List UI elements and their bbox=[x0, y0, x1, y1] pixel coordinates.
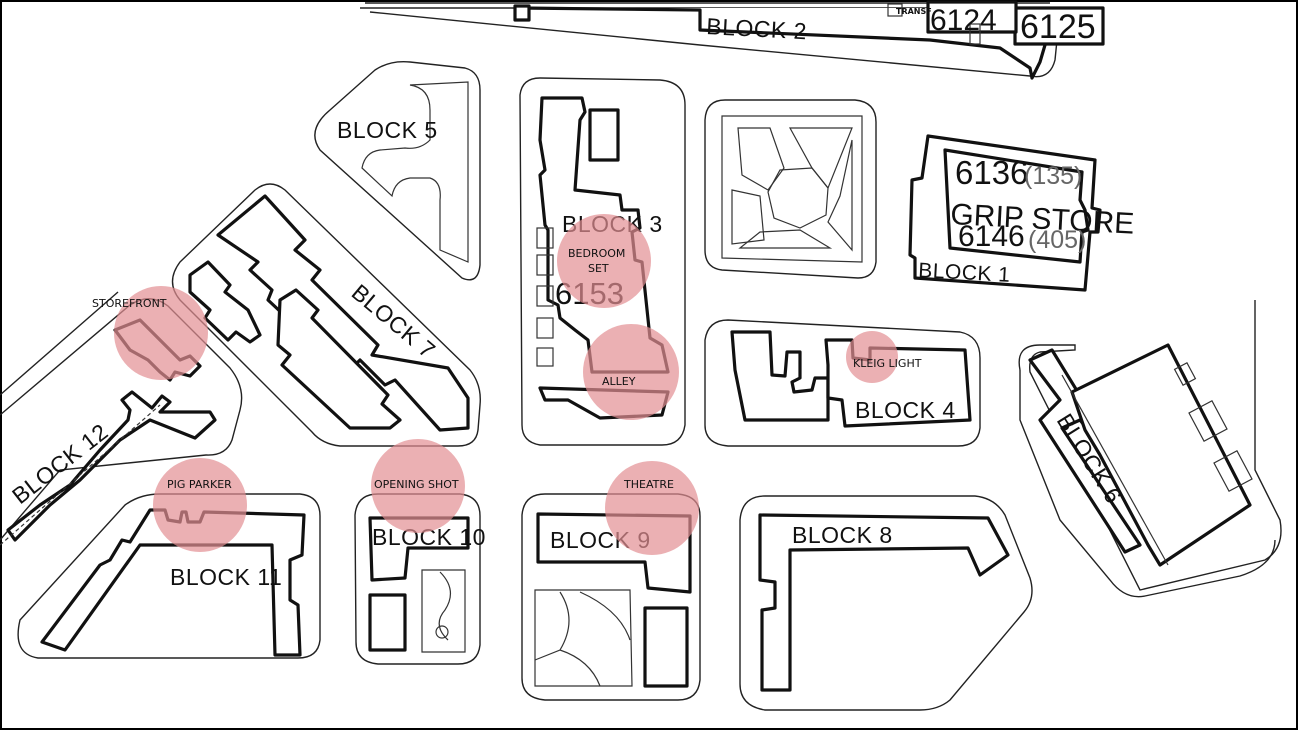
block-4-label: BLOCK 4 bbox=[855, 397, 956, 423]
pig-parker-marker[interactable] bbox=[153, 458, 247, 552]
block-6-area bbox=[1018, 300, 1282, 598]
block-5-label: BLOCK 5 bbox=[337, 117, 438, 143]
bedroom-set-label-line1: BEDROOM bbox=[568, 247, 625, 260]
bedroom-set-marker[interactable] bbox=[557, 214, 651, 308]
theatre-marker[interactable] bbox=[605, 461, 699, 555]
block-2-label: BLOCK 2 bbox=[706, 13, 808, 44]
block-8-area bbox=[739, 495, 1033, 711]
stage-6136-label: 6136 bbox=[955, 154, 1028, 191]
pig-parker-label: PIG PARKER bbox=[167, 478, 232, 491]
stage-6146-sub-label: (405) bbox=[1028, 226, 1086, 254]
stage-6124-label: 6124 bbox=[930, 4, 997, 37]
block-8-label: BLOCK 8 bbox=[792, 522, 893, 548]
storefront-marker[interactable] bbox=[114, 286, 208, 380]
opening-shot-marker[interactable] bbox=[371, 439, 465, 533]
block-5-area bbox=[314, 60, 481, 281]
alley-marker[interactable] bbox=[583, 324, 679, 420]
block-10-area bbox=[354, 493, 481, 665]
block-7-area bbox=[171, 183, 481, 447]
theatre-label: THEATRE bbox=[623, 478, 674, 491]
kleig-light-label: KLEIG LIGHT bbox=[853, 357, 922, 370]
opening-shot-label: OPENING SHOT bbox=[374, 478, 459, 491]
stage-6136-sub-label: (135) bbox=[1024, 162, 1082, 190]
transformer-label: TRANSF bbox=[896, 7, 932, 16]
block-11-label: BLOCK 11 bbox=[170, 564, 282, 590]
storefront-label: STOREFRONT bbox=[92, 297, 167, 310]
plaza-area bbox=[704, 99, 877, 279]
alley-label: ALLEY bbox=[602, 375, 636, 388]
stage-6125-label: 6125 bbox=[1020, 8, 1096, 46]
block-1-label: BLOCK 1 bbox=[918, 259, 1011, 287]
bedroom-set-label-line2: SET bbox=[588, 262, 609, 275]
block-2-area bbox=[360, 0, 1105, 80]
stage-6146-label: 6146 bbox=[958, 220, 1025, 253]
block-1-area bbox=[908, 134, 1102, 292]
kleig-light-marker[interactable] bbox=[846, 331, 898, 383]
